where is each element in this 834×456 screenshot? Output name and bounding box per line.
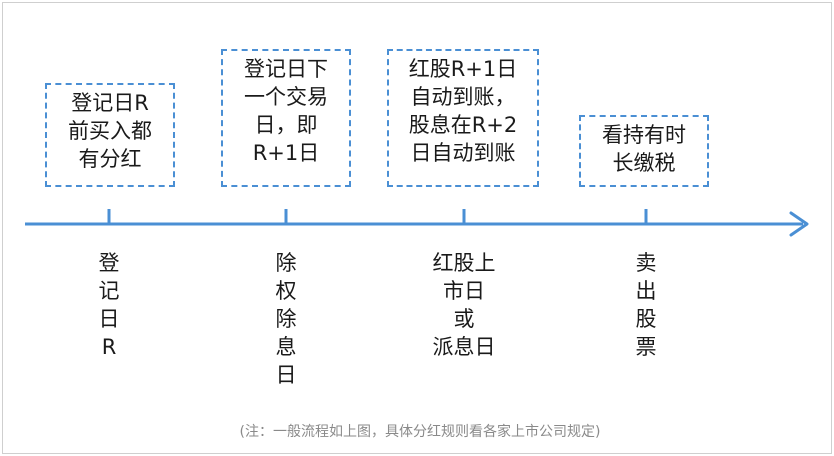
box-line: 股息在R+2 xyxy=(408,113,518,137)
milestone-payout-date: 红股上 市日 或 派息日 xyxy=(404,249,524,361)
milestone-record-date: 登 记 日 R xyxy=(79,249,139,361)
box-line: 日自动到账 xyxy=(410,141,516,165)
footnote: (注：一般流程如上图，具体分红规则看各家上市公司规定) xyxy=(239,424,601,440)
milestone-line: 票 xyxy=(635,335,657,359)
box-line: 自动到账， xyxy=(410,85,516,109)
box-line: 长缴税 xyxy=(612,151,676,175)
box-ex-date-note: 登记日下 一个交易 日，即 R+1日 xyxy=(221,49,351,187)
box-payout-note: 红股R+1日 自动到账， 股息在R+2 日自动到账 xyxy=(387,49,539,187)
box-line: 有分红 xyxy=(78,147,142,171)
milestone-line: 出 xyxy=(635,279,657,303)
milestone-line: 记 xyxy=(98,279,120,303)
milestone-ex-date: 除 权 除 息 日 xyxy=(256,249,316,389)
milestone-line: R xyxy=(101,335,117,359)
milestone-line: 权 xyxy=(275,279,297,303)
box-line: R+1日 xyxy=(252,141,320,165)
arrow-head xyxy=(789,211,809,237)
milestone-line: 除 xyxy=(275,307,297,331)
box-tax-note: 看持有时 长缴税 xyxy=(579,115,709,187)
box-line: 登记日下 xyxy=(244,57,328,81)
box-line: 登记日R xyxy=(71,91,149,115)
milestone-line: 派息日 xyxy=(432,335,496,359)
milestone-line: 市日 xyxy=(443,279,485,303)
milestone-line: 日 xyxy=(98,307,120,331)
milestone-line: 日 xyxy=(275,363,297,387)
milestone-sell-date: 卖 出 股 票 xyxy=(616,249,676,361)
box-line: 看持有时 xyxy=(602,123,686,147)
milestone-line: 股 xyxy=(635,307,657,331)
milestone-line: 卖 xyxy=(635,251,657,275)
box-record-date-note: 登记日R 前买入都 有分红 xyxy=(45,83,175,187)
milestone-line: 除 xyxy=(275,251,297,275)
milestone-line: 登 xyxy=(98,251,120,275)
box-line: 日，即 xyxy=(254,113,318,137)
milestone-line: 息 xyxy=(275,335,297,359)
milestone-line: 红股上 xyxy=(432,251,496,275)
box-line: 红股R+1日 xyxy=(408,57,518,81)
timeline-arrow xyxy=(25,209,809,237)
box-line: 一个交易 xyxy=(244,85,328,109)
box-line: 前买入都 xyxy=(68,119,152,143)
milestone-line: 或 xyxy=(453,307,475,331)
